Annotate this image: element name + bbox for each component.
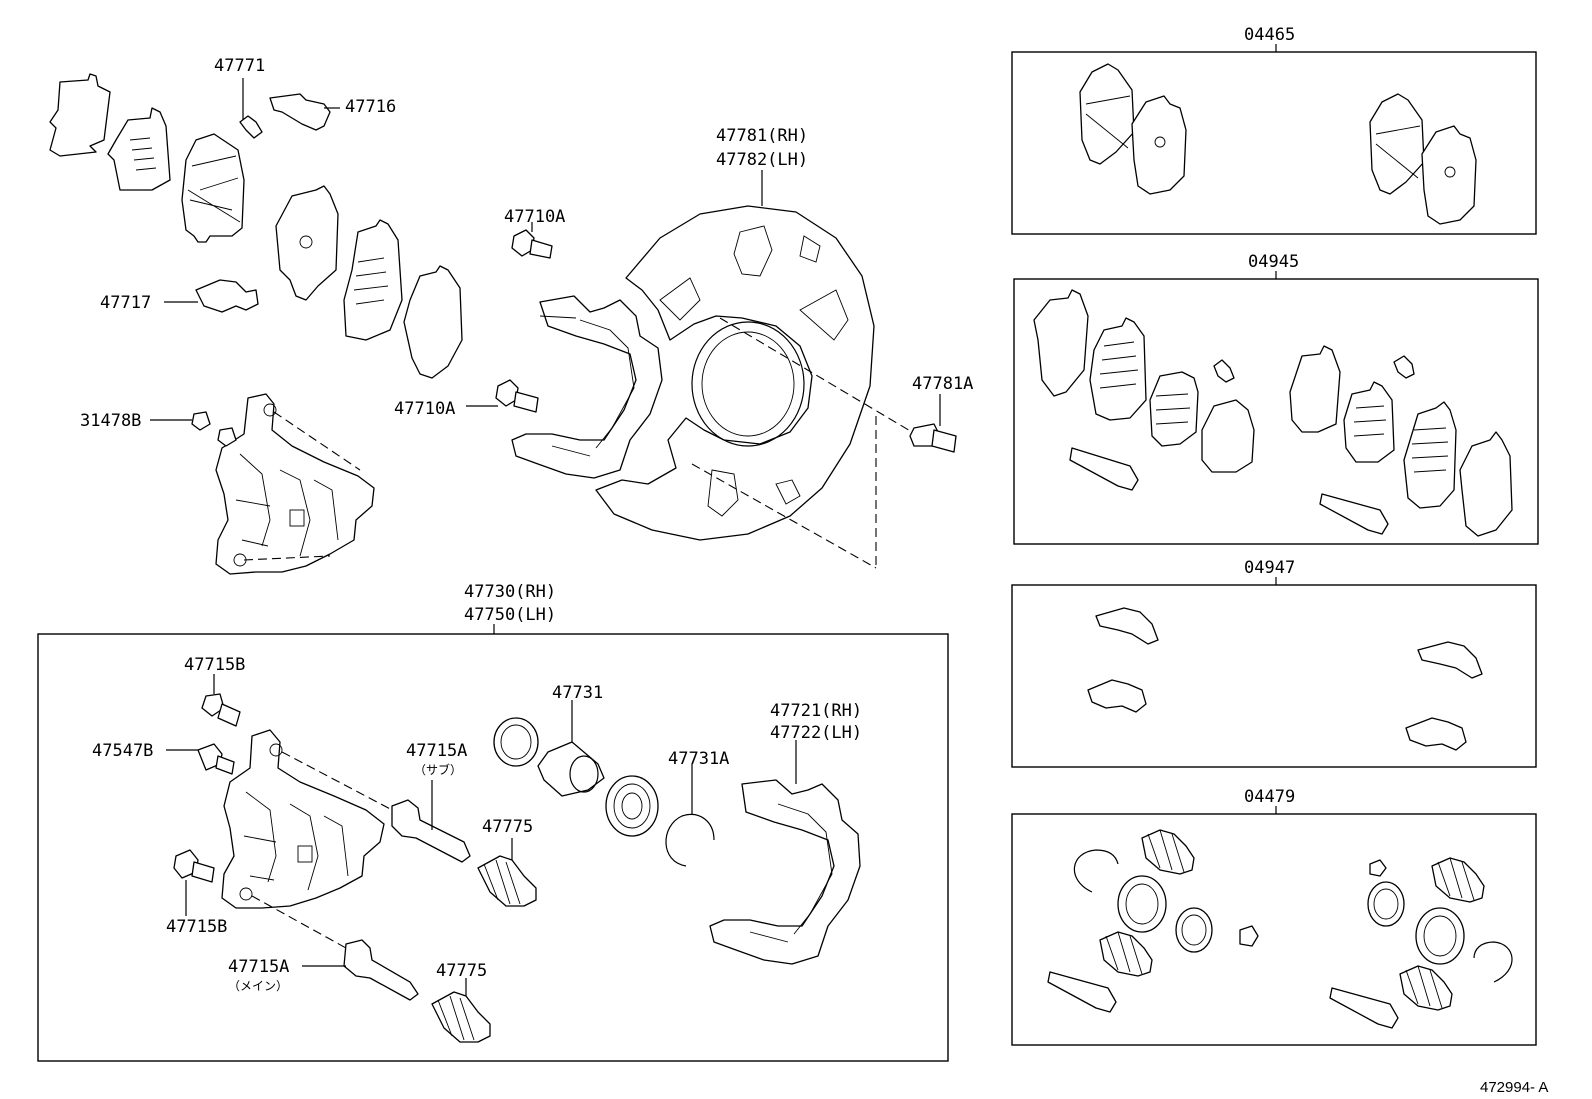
piston-boot-ring	[665, 764, 715, 867]
piston-boot	[605, 775, 659, 837]
label-47730-rh: 47730(RH)	[464, 582, 556, 602]
piston-seal-ring	[493, 717, 539, 767]
caliper-assembly-upper	[215, 393, 375, 575]
label-47782-lh: 47782(LH)	[716, 150, 808, 170]
label-47781-rh: 47781(RH)	[716, 126, 808, 146]
guide-pin-main	[302, 939, 419, 1001]
caliper-mounting-bracket	[511, 295, 663, 479]
outer-shim-2	[403, 265, 463, 379]
caliper-bolt-middle	[466, 379, 539, 413]
label-47722-lh: 47722(LH)	[770, 723, 862, 743]
label-47731A: 47731A	[668, 749, 729, 769]
kit-04945-label: 04945	[1248, 252, 1299, 272]
guide-pin-boot-upper	[477, 838, 537, 907]
label-47715A-main: 47715A	[228, 957, 289, 977]
caliper-mounting-lower	[709, 740, 861, 965]
disc-brake-pad-outer	[181, 133, 245, 243]
dust-cover-bolt	[909, 394, 957, 453]
label-47715B-bottom: 47715B	[166, 917, 227, 937]
dust-cover-bolt-leader	[691, 317, 913, 569]
kit-04479-label: 04479	[1244, 787, 1295, 807]
kit-04945-pads-shims	[1033, 289, 1513, 537]
pad-wear-indicator-clip	[239, 78, 263, 139]
kit-04947-box	[1011, 584, 1537, 768]
disc-brake-pad-inner	[275, 185, 339, 301]
bleeder-screw	[217, 427, 237, 447]
kit-04479-seals-boots	[1047, 829, 1513, 1029]
caliper-piston	[537, 700, 605, 797]
label-47715A-sub-note: （サブ）	[414, 762, 462, 777]
outer-anti-squeal-shim	[49, 73, 111, 157]
kit-04947-label: 04947	[1244, 558, 1295, 578]
label-47771: 47771	[214, 56, 265, 76]
label-47715A-sub: 47715A	[406, 741, 467, 761]
label-47710A-middle: 47710A	[394, 399, 455, 419]
kit-04465-label: 04465	[1244, 25, 1295, 45]
inner-shim	[107, 107, 171, 191]
caliper-assembly-lower	[221, 729, 397, 949]
guide-pin-boot-lower	[431, 978, 491, 1043]
kit-04465-pads	[1079, 63, 1477, 225]
inner-shim-2	[343, 219, 403, 341]
caliper-bolt-lower	[173, 849, 215, 916]
label-47721-rh: 47721(RH)	[770, 701, 862, 721]
bleeder-plug	[166, 743, 235, 775]
label-47710A-top: 47710A	[504, 207, 565, 227]
guide-pin-sub	[391, 780, 471, 863]
label-47731: 47731	[552, 683, 603, 703]
kit-04465-box	[1011, 51, 1537, 235]
reference-code: 472994- A	[1480, 1079, 1548, 1096]
label-47715B-top: 47715B	[184, 655, 245, 675]
caliper-assembly-box	[37, 633, 949, 1062]
kit-04947-springs	[1087, 607, 1483, 751]
disc-brake-dust-cover	[595, 205, 875, 541]
kit-04945-box	[1013, 278, 1539, 545]
label-47750-lh: 47750(LH)	[464, 605, 556, 625]
bleeder-plug-cap	[150, 411, 211, 431]
anti-rattle-spring-bottom	[164, 279, 259, 313]
bleeder-screw-lower	[201, 674, 241, 727]
label-47781A: 47781A	[912, 374, 973, 394]
caliper-bolt-top	[511, 222, 553, 259]
kit-04479-box	[1011, 813, 1537, 1046]
label-47547B: 47547B	[92, 741, 153, 761]
label-47775-bottom: 47775	[436, 961, 487, 981]
label-47715A-main-note: （メイン）	[228, 979, 288, 993]
anti-rattle-spring-top	[269, 93, 340, 131]
label-47717: 47717	[100, 293, 151, 313]
label-47775-top: 47775	[482, 817, 533, 837]
label-47716: 47716	[345, 97, 396, 117]
label-31478B: 31478B	[80, 411, 141, 431]
